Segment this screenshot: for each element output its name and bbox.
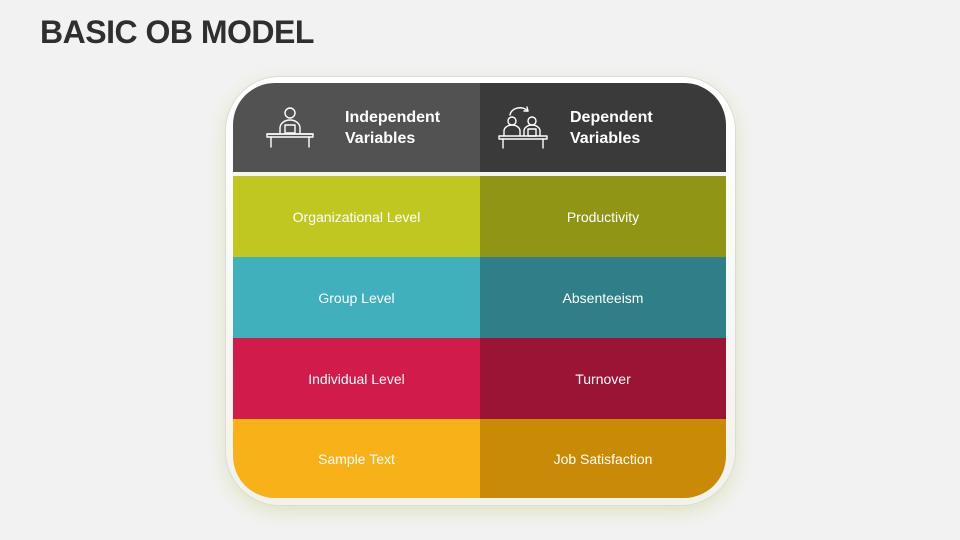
dependent-cell-turnover: Turnover bbox=[480, 338, 726, 419]
two-people-at-desk-icon bbox=[498, 105, 548, 149]
header-dependent: Dependent Variables bbox=[480, 83, 726, 172]
dependent-cell-job-satisfaction: Job Satisfaction bbox=[480, 419, 726, 498]
independent-cell-sample-text: Sample Text bbox=[233, 419, 480, 498]
independent-cell-individual-level: Individual Level bbox=[233, 338, 480, 419]
dependent-cell-productivity: Productivity bbox=[480, 176, 726, 257]
header-dependent-label: Dependent Variables bbox=[570, 107, 680, 149]
independent-cell-organizational-level: Organizational Level bbox=[233, 176, 480, 257]
header-separator bbox=[233, 172, 726, 176]
independent-cell-group-level: Group Level bbox=[233, 257, 480, 338]
header-independent: Independent Variables bbox=[233, 83, 480, 172]
header-independent-line2: Variables bbox=[345, 129, 416, 147]
header-independent-line1: Independent bbox=[345, 108, 441, 126]
ob-model-table: Independent Variables Dependent Variable… bbox=[233, 83, 726, 498]
header-dependent-line2: Variables bbox=[570, 129, 641, 147]
person-at-desk-icon bbox=[266, 106, 314, 148]
dependent-cell-absenteeism: Absenteeism bbox=[480, 257, 726, 338]
slide-title: BASIC OB MODEL bbox=[40, 14, 314, 50]
header-dependent-line1: Dependent bbox=[570, 108, 653, 126]
header-independent-label: Independent Variables bbox=[345, 107, 455, 149]
